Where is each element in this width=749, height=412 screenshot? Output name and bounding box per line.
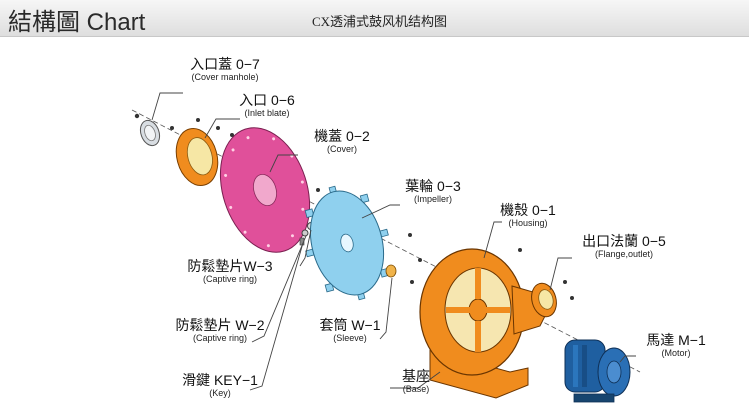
label-flange-outlet: 出口法蘭 0−5 (Flange,outlet)	[582, 233, 666, 259]
impeller-part	[304, 185, 390, 301]
page-subtitle: CX透浦式鼓风机结构图	[312, 14, 448, 29]
label-cover: 機蓋 0−2 (Cover)	[314, 128, 370, 154]
cover-manhole-part	[139, 119, 161, 147]
housing-part	[419, 248, 549, 376]
captive-ring-part-2	[301, 229, 309, 237]
assembly-axis	[131, 109, 641, 373]
page-title: 結構圖 Chart	[8, 9, 146, 36]
label-key: 滑鍵 KEY−1 (Key)	[182, 372, 258, 398]
outlet-flange-part	[531, 282, 557, 318]
label-motor: 馬達 M−1 (Motor)	[646, 332, 706, 358]
leader-lines	[151, 92, 636, 391]
label-housing: 機殼 0−1 (Housing)	[500, 202, 556, 228]
label-base: 基座 (Base)	[402, 368, 430, 394]
label-cover-manhole: 入口蓋 0−7 (Cover manhole)	[190, 56, 260, 82]
cover-part	[219, 127, 311, 253]
label-captive-ring-w2: 防鬆墊片 W−2 (Captive ring)	[175, 317, 265, 343]
sleeve-part	[385, 264, 397, 278]
label-impeller: 葉輪 0−3 (Impeller)	[405, 178, 461, 204]
label-sleeve: 套筒 W−1 (Sleeve)	[319, 317, 381, 343]
label-captive-ring-w3: 防鬆墊片W−3 (Captive ring)	[187, 258, 273, 284]
label-inlet-plate: 入口 0−6 (Inlet blate)	[239, 92, 295, 118]
inlet-plate-part	[175, 128, 219, 186]
title-bar: 結構圖 Chart CX透浦式鼓风机结构图	[0, 0, 749, 37]
motor-part	[564, 339, 631, 403]
